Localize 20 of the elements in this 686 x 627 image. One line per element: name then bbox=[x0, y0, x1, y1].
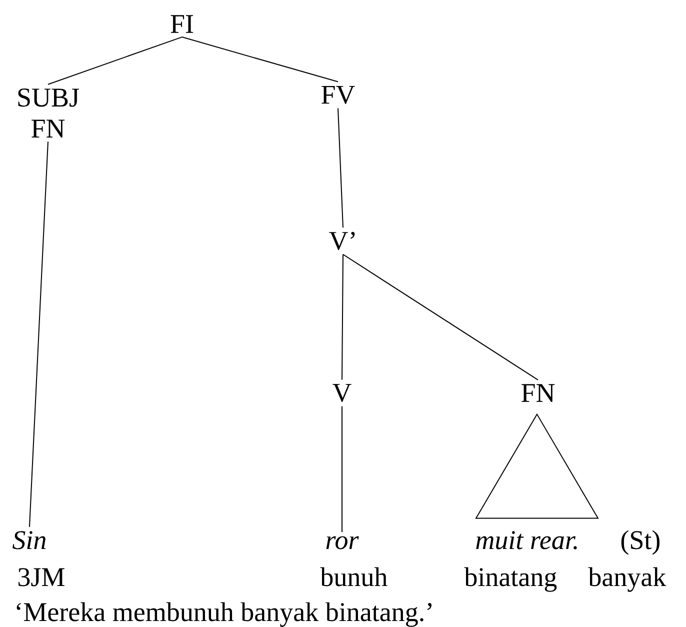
translation: ‘Mereka membunuh banyak binatang.’ bbox=[16, 602, 432, 627]
tree-branch bbox=[342, 254, 344, 380]
tree-branch bbox=[28, 141, 48, 528]
word: Sin bbox=[12, 531, 46, 550]
tree-branch bbox=[48, 36, 182, 85]
tree-branch bbox=[342, 254, 538, 380]
category-label: V bbox=[332, 384, 352, 402]
category-label: FI bbox=[170, 15, 194, 33]
gloss: binatang bbox=[464, 567, 557, 592]
source-tag: (St) bbox=[621, 530, 660, 555]
category-label: FV bbox=[322, 86, 355, 104]
category-label: FN bbox=[522, 384, 555, 402]
gloss: bunuh bbox=[320, 567, 388, 586]
tree-branch bbox=[182, 36, 338, 82]
category-labels: SUBJ FN bbox=[18, 88, 79, 138]
word: ror bbox=[326, 536, 359, 550]
tree-branch bbox=[338, 108, 344, 228]
category-label: V’ bbox=[329, 232, 355, 250]
gloss: 3JM bbox=[18, 568, 64, 586]
gloss: banyak bbox=[588, 567, 666, 592]
